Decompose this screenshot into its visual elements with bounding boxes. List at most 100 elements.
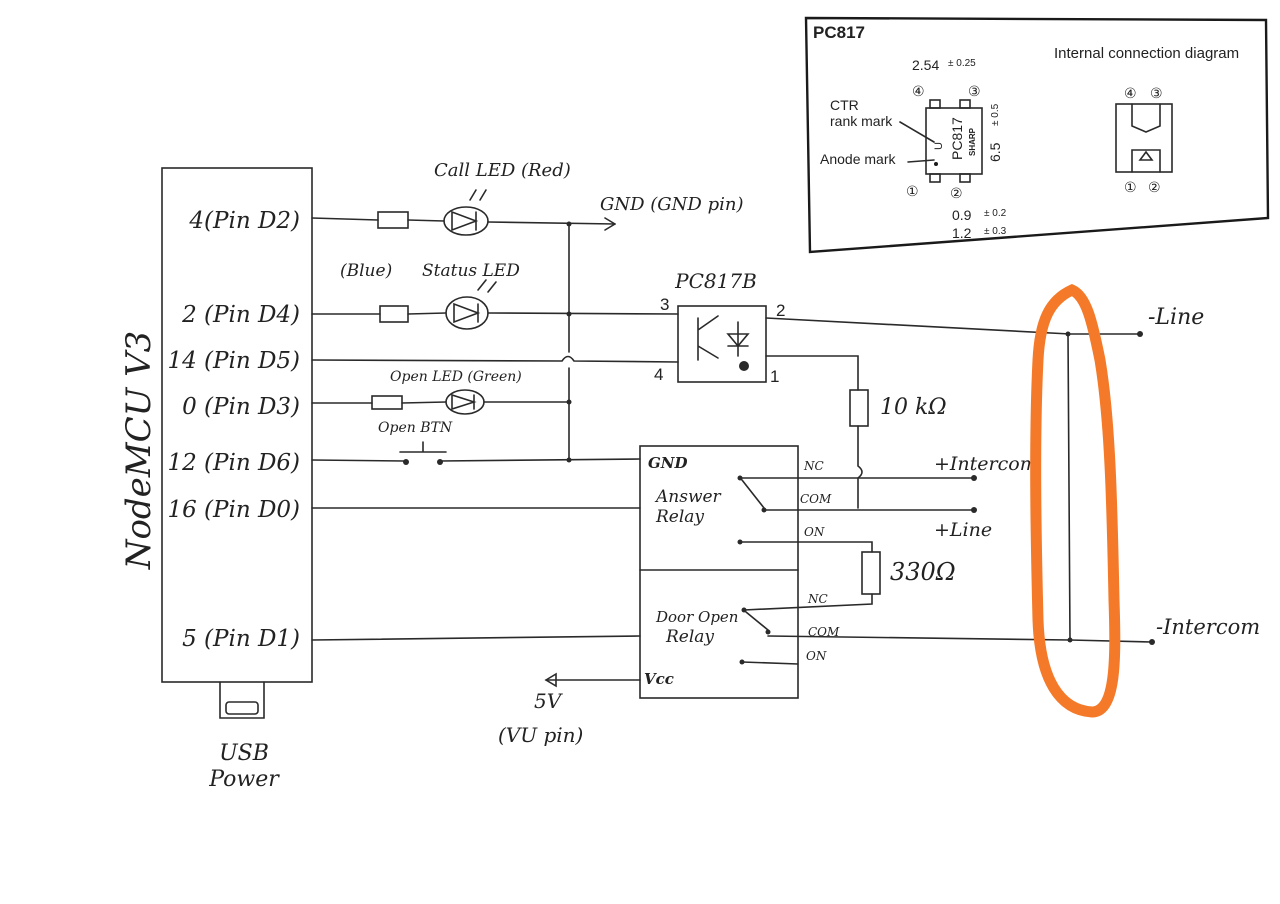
datasheet-subtitle: Internal connection diagram [1054, 45, 1239, 62]
anode-mark-label: Anode mark [820, 151, 896, 167]
open-led-label: Open LED (Green) [390, 369, 522, 385]
opto-pin3-label: 3 [660, 295, 669, 314]
open-led-icon [445, 389, 485, 415]
anode-mark-dot-icon [934, 162, 938, 166]
dim1-tol-label: ± 0.2 [984, 208, 1007, 219]
resistor-status-led [379, 305, 409, 323]
wire-d1 [311, 635, 641, 641]
pin-d2-label: 4(Pin D2) [188, 208, 300, 234]
usb-connector: USB Power [208, 681, 280, 792]
resistor-10k-label: 10 kΩ [880, 395, 947, 420]
door-switch-arm [745, 611, 769, 631]
door-nc-label: NC [807, 592, 828, 606]
usb-port-icon [225, 701, 259, 715]
ctr-rank-label: rank mark [830, 113, 893, 129]
terminal-minus-intercom [1149, 639, 1155, 645]
resistor-330 [861, 551, 881, 595]
wire-d3-mid [401, 401, 447, 404]
pin3-label: ③ [968, 83, 981, 99]
answer-relay-sublabel: Relay [655, 507, 704, 527]
usb-power-label: Power [208, 767, 280, 792]
junction [1067, 637, 1073, 643]
answer-relay-label: Answer [654, 487, 722, 507]
icd-led-icon [1131, 149, 1161, 173]
chip-outline [925, 107, 983, 175]
usb-socket [219, 681, 265, 719]
pin4-label: ④ [912, 83, 925, 99]
terminal-minus-line [1137, 331, 1143, 337]
icd-pin1-label: ① [1124, 179, 1137, 195]
datasheet-inset: PC817 Internal connection diagram 2.54 ±… [804, 16, 1270, 254]
resistor-330-label: 330Ω [890, 558, 956, 586]
chip-brand: SHARP [968, 127, 977, 156]
status-led-icon [445, 279, 497, 330]
nodemcu-board: NodeMCU V3 4(Pin D2) 2 (Pin D4) 14 (Pin … [119, 167, 313, 683]
wire-answer-on [739, 541, 873, 553]
wire-d2 [311, 217, 379, 221]
relay-module: GND Vcc Answer Relay Door Open Relay NC … [639, 445, 1153, 699]
opto-led-icon [726, 321, 750, 357]
pitch-label: 2.54 [912, 57, 939, 73]
opto-pin2-label: 2 [776, 301, 785, 320]
opto-pin1-label: 1 [770, 367, 779, 386]
chip-pin3 [959, 99, 971, 109]
call-led-icon [443, 189, 489, 236]
datasheet-frame [804, 16, 1270, 254]
junction [566, 221, 572, 227]
junction [566, 311, 572, 317]
minus-line-label: -Line [1148, 305, 1204, 330]
vcc-arrow-icon [544, 672, 557, 688]
dim2-label: 1.2 [952, 225, 972, 241]
pin-d3-label: 0 (Pin D3) [182, 394, 300, 420]
phototransistor-icon [697, 315, 719, 361]
pin-d0-label: 16 (Pin D0) [167, 497, 300, 523]
wire-d5 [311, 355, 679, 363]
gnd-arrow-icon [604, 217, 616, 231]
door-com-label: COM [808, 625, 840, 639]
wire-d6-gnd [439, 458, 641, 462]
answer-com-label: COM [800, 492, 832, 506]
opto-pin4-label: 4 [654, 365, 663, 384]
terminal-plus-intercom [971, 475, 977, 481]
chip-pin2 [959, 173, 971, 183]
wire-opto-pin1 [765, 355, 859, 391]
pin-d5-label: 14 (Pin D5) [167, 348, 300, 374]
gnd-label: GND (GND pin) [600, 194, 743, 215]
relay-gnd-label: GND [648, 454, 688, 472]
supply-pin-label: (VU pin) [498, 723, 583, 747]
wire-d4-opto [487, 312, 679, 315]
status-led-label: Status LED [422, 261, 520, 281]
wire-door-on [741, 661, 799, 665]
relay-vcc-label: Vcc [644, 670, 674, 688]
open-button-icon [399, 441, 447, 465]
junction [566, 399, 572, 405]
pin-d6-label: 12 (Pin D6) [167, 450, 300, 476]
icd-pin2-label: ② [1148, 179, 1161, 195]
optocoupler-body [677, 305, 767, 383]
chip-marking: PC817 [949, 117, 965, 160]
wire-door-nc [743, 593, 873, 611]
datasheet-title: PC817 [813, 23, 865, 42]
wire-door-com [767, 635, 1153, 643]
icd-outline [1115, 103, 1173, 173]
pitch-tol-label: ± 0.25 [948, 58, 976, 69]
dim1-label: 0.9 [952, 207, 972, 223]
nodemcu-label: NodeMCU V3 [119, 331, 159, 571]
answer-on-label: ON [804, 525, 825, 539]
resistor-open-led [371, 395, 403, 410]
resistor-10k [849, 389, 869, 427]
wire-d4-mid [407, 312, 447, 315]
anode-dot-icon [739, 361, 749, 371]
relay-module-outline [639, 445, 799, 699]
door-relay-sublabel: Relay [665, 627, 714, 647]
nodemcu-outline [161, 167, 313, 683]
wire-minus-line [765, 317, 1141, 335]
optocoupler-label: PC817B [674, 269, 757, 293]
wire-d6 [311, 459, 405, 462]
open-button-label: Open BTN [378, 420, 453, 436]
supply-voltage-label: 5V [534, 689, 564, 713]
answer-nc-label: NC [803, 459, 824, 473]
pin1-label: ① [906, 183, 919, 199]
junction [566, 457, 572, 463]
